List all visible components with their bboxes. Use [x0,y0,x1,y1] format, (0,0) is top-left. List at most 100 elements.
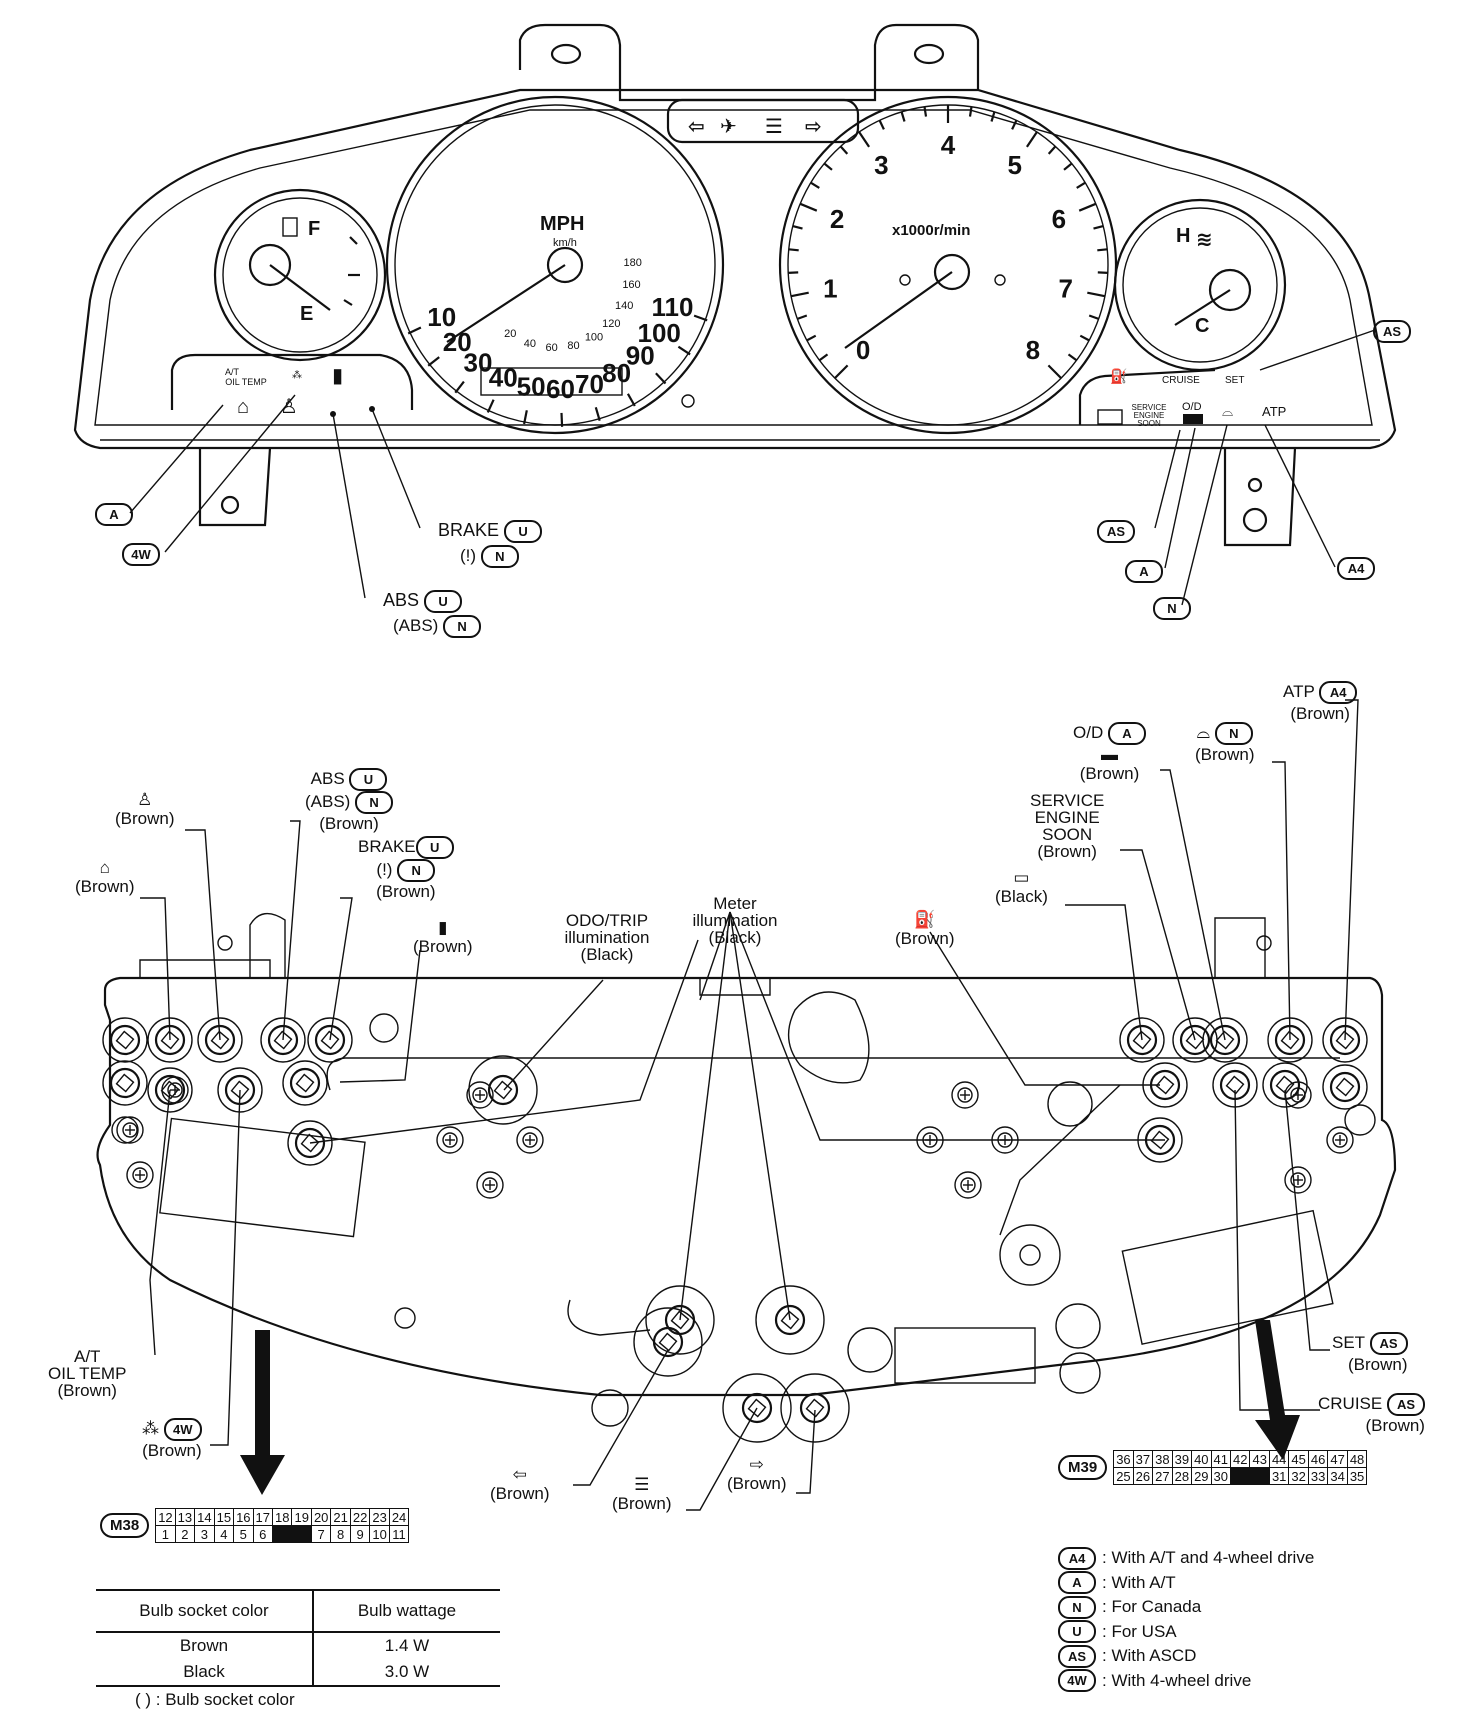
speedo-mph-label: 110 [652,292,694,322]
oil-pressure-icon: ⛽ [1110,368,1127,385]
pin: 37 [1132,1450,1154,1468]
speedo-kmh-label: 20 [504,328,516,340]
legend-text: : With ASCD [1102,1646,1197,1665]
legend-badge: AS [1058,1644,1096,1668]
tacho-label: 0 [856,335,870,365]
legend-badge: U [1058,1620,1096,1644]
pin: 12 [155,1508,176,1526]
fuel-full-label: F [308,218,320,240]
pin: 44 [1268,1450,1290,1468]
meter-label: Meter illumination (Black) [692,894,778,947]
pin: 16 [233,1508,254,1526]
left-turn-icon: ⇦ [688,116,705,138]
speedo-mph-label: 30 [464,348,493,378]
fuel-gauge: F E [213,188,387,362]
pin: 24 [388,1508,410,1526]
washer-rear-label: ⌓ N(Brown) [1195,722,1255,764]
pin: 21 [330,1508,351,1526]
pin: 17 [252,1508,274,1526]
airbag-icon: ✈ [720,116,737,138]
legend-badge: A4 [1058,1546,1096,1570]
4wd-icon: ⁂ [292,369,302,381]
headlight-icon: ☰ [765,116,783,138]
at-oil-rear-label: A/T OIL TEMP (Brown) [48,1347,127,1400]
pin: 39 [1171,1450,1193,1468]
odo-label: ODO/TRIP illumination (Black) [564,911,650,964]
door-label: ⌂(Brown) [75,858,135,896]
speedo-mph-label: 100 [638,318,681,348]
a-right-badge: A [1125,560,1163,583]
service-text2: ENGINE [1134,411,1165,420]
cruise-rear-label: CRUISE AS(Brown) [1318,1393,1425,1435]
tacho-label: 3 [874,150,888,180]
washer-icon: ⌓ [1222,403,1233,419]
od-rear-label: O/D A▬(Brown) [1073,722,1146,783]
pin: 34 [1327,1467,1348,1485]
left-turn-rear-label: ⇦(Brown) [490,1465,550,1503]
right-turn-rear-label: ⇨(Brown) [727,1455,787,1493]
seatbelt-label: ♙(Brown) [115,790,175,828]
speedo-mph-label: 50 [517,372,546,402]
speedo-mph-label: 20 [443,327,472,357]
speedometer: MPH km/h [385,95,725,435]
atp-rear-label: ATP A4(Brown) [1283,681,1358,723]
pin [1230,1467,1270,1485]
bulb-header-watt: Bulb wattage [313,1589,500,1633]
speedo-mph-label: 40 [489,363,518,393]
speedo-kmh-label: 160 [622,279,640,291]
speedo-mph-label: 10 [427,302,456,332]
legend-text: : For Canada [1102,1597,1202,1616]
pin: 29 [1191,1467,1212,1485]
abs-rear-label: ABS U(ABS) N(Brown) [305,768,394,833]
door-icon: ⌂ [237,396,249,418]
right-turn-icon: ⇨ [805,116,822,138]
speedo-mph-label: 60 [546,374,575,404]
legend-badge: N [1058,1595,1096,1619]
pin: 46 [1307,1450,1329,1468]
speedo-kmh-label: 40 [524,338,536,350]
pin: 4 [213,1525,235,1543]
abs-callout: ABS U [383,590,463,613]
legend-item: A: With A/T [1058,1571,1314,1596]
tacho-label: 8 [1026,335,1040,365]
a4-right-badge: A4 [1337,557,1375,580]
cluster-rear-view [96,699,1397,1511]
od-text: O/D [1182,401,1202,413]
pin: 2 [174,1525,196,1543]
speedo-mph-label: 80 [602,358,631,388]
pin: 35 [1346,1467,1368,1485]
pin: 47 [1327,1450,1348,1468]
service-rear-label: SERVICE ENGINE SOON (Brown) [1030,791,1105,861]
as-bottom-badge: AS [1097,520,1135,543]
pin: 41 [1210,1450,1232,1468]
legend-text: : For USA [1102,1621,1177,1641]
at-oil-temp-text2: OIL TEMP [225,377,267,387]
pin: 43 [1249,1450,1270,1468]
speedo-kmh-label: 100 [585,332,603,344]
pin: 8 [330,1525,351,1543]
pin: 36 [1113,1450,1134,1468]
temp-gauge: H C ≋ [1113,198,1287,372]
speedo-mph-label: 90 [626,340,655,370]
4w-left-badge: 4W [122,543,160,566]
speedo-kmh-label: 180 [624,257,642,269]
battery-rear-label: ▭(Black) [995,868,1048,906]
legend-item: N : For Canada [1058,1595,1314,1620]
temp-hot-label: H [1176,225,1190,247]
legend-badge: 4W [1058,1669,1096,1693]
pin: 11 [388,1525,410,1543]
cruise-text: CRUISE [1162,375,1200,386]
headlight-rear-label: ☰(Brown) [612,1475,672,1513]
pin: 14 [194,1508,215,1526]
pin: 26 [1132,1467,1154,1485]
pin: 32 [1288,1467,1309,1485]
service-text3: SOON [1137,419,1161,428]
legend-item: 4W: With 4-wheel drive [1058,1669,1314,1694]
bulb-note: ( ) : Bulb socket color [135,1690,295,1709]
pin: 13 [174,1508,196,1526]
pin: 18 [271,1508,293,1526]
